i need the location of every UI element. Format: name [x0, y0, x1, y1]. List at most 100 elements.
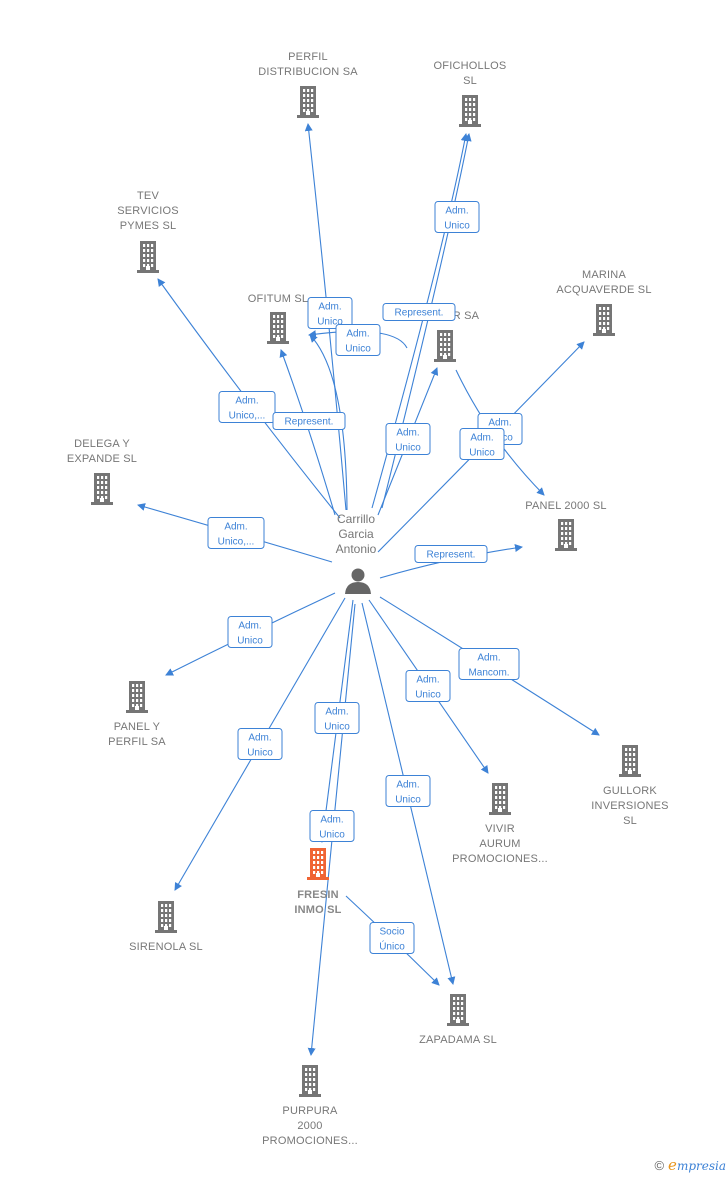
company-name-line: INMO SL	[294, 904, 341, 916]
company-node-ofitum[interactable]: OFITUM SL	[248, 293, 308, 344]
relationship-label[interactable]: Adm. Unico,...	[207, 517, 265, 549]
company-name-line: 2000	[297, 1120, 322, 1132]
company-name-line: PYMES SL	[120, 220, 177, 232]
company-name-line: INVERSIONES	[591, 800, 668, 812]
building-icon	[593, 304, 615, 336]
relationship-label[interactable]: Adm. Unico	[335, 324, 381, 356]
company-name-line: PANEL 2000 SL	[525, 500, 607, 512]
relationship-label[interactable]: Adm.Unico	[307, 297, 353, 329]
company-name-line: TEV	[137, 190, 159, 202]
company-name-line: SERVICIOS	[117, 205, 179, 217]
relationship-label-text: Unico	[415, 690, 441, 701]
relationship-label-text: Adm.	[488, 418, 511, 429]
person-icon	[345, 568, 371, 594]
company-node-zapadama[interactable]: ZAPADAMA SL	[419, 994, 497, 1046]
relationship-label[interactable]: Represent.	[382, 303, 456, 321]
company-name-line: PURPURA	[282, 1105, 338, 1117]
relationship-label[interactable]: Adm.Unico	[385, 423, 431, 455]
relationship-label-text: Adm.	[396, 780, 419, 791]
building-icon	[297, 86, 319, 118]
company-name-line: SL	[463, 75, 477, 87]
relationship-label-text: Unico,...	[218, 537, 255, 548]
relationship-label[interactable]: Adm. Unico	[314, 702, 360, 734]
building-icon	[459, 95, 481, 127]
relationship-label-text: Represent.	[285, 417, 334, 428]
relationship-label-text: Adm.	[477, 653, 500, 664]
relationship-label-text: Adm.	[416, 675, 439, 686]
company-name-line: PERFIL SA	[108, 736, 166, 748]
relationship-label[interactable]: Adm.Unico	[237, 728, 283, 760]
relationship-label-text: Unico	[324, 722, 350, 733]
building-icon	[126, 681, 148, 713]
relationship-label[interactable]: Adm. Unico	[459, 428, 505, 460]
building-icon	[137, 241, 159, 273]
building-icon	[447, 994, 469, 1026]
relationship-label-text: Represent.	[395, 308, 444, 319]
brand-logo-initial: e	[668, 1156, 677, 1174]
relationship-label-text: Adm.	[470, 433, 493, 444]
relationship-label-text: Represent.	[427, 550, 476, 561]
company-name-line: SIRENOLA SL	[129, 941, 203, 953]
person-name-line: Carrillo	[337, 512, 375, 526]
company-node-r-sa[interactable]: R SA	[434, 310, 480, 362]
building-icon	[267, 312, 289, 344]
building-icon	[155, 901, 177, 933]
company-node-perfil-distribucion[interactable]: PERFIL DISTRIBUCION SA	[258, 51, 358, 118]
company-name-line: MARINA	[582, 269, 626, 281]
company-name-line: PERFIL	[288, 51, 328, 63]
relationship-label[interactable]: Represent.	[272, 412, 346, 430]
relationship-label[interactable]: Adm. Unico,...	[218, 391, 276, 423]
company-node-tev-servicios[interactable]: TEV SERVICIOS PYMES SL	[117, 190, 179, 273]
building-icon	[299, 1065, 321, 1097]
building-icon	[489, 783, 511, 815]
company-name-line: R SA	[453, 310, 480, 322]
relationship-label[interactable]: Adm.Unico	[434, 201, 480, 233]
company-name-line: PANEL Y	[114, 721, 161, 733]
relationship-label-text: Adm.	[318, 302, 341, 313]
relationship-label[interactable]: Adm.Unico	[309, 810, 355, 842]
building-icon	[619, 745, 641, 777]
relationship-label-text: Adm.	[346, 329, 369, 340]
company-node-purpura-2000[interactable]: PURPURA2000PROMOCIONES...	[262, 1065, 358, 1147]
company-name-line: ZAPADAMA SL	[419, 1034, 497, 1046]
edge-center_person-to-ofitum	[309, 334, 348, 511]
relationship-label-text: Adm.	[224, 522, 247, 533]
company-name-line: EXPANDE SL	[67, 453, 137, 465]
relationship-label-text: Unico	[319, 830, 345, 841]
relationship-label[interactable]: Adm.Mancom.	[458, 648, 520, 680]
relationship-label[interactable]: Adm. Unico	[227, 616, 273, 648]
company-node-sirenola[interactable]: SIRENOLA SL	[129, 901, 203, 953]
company-name-line: DISTRIBUCION SA	[258, 66, 358, 78]
relationship-label-text: Unico	[469, 448, 495, 459]
relationship-label-text: Unico	[345, 344, 371, 355]
building-icon	[307, 848, 329, 880]
person-name-line: Garcia	[338, 527, 374, 541]
company-name-line: OFICHOLLOS	[434, 60, 507, 72]
building-icon	[434, 330, 456, 362]
company-name-line: VIVIR	[485, 823, 515, 835]
relationship-label-text: Adm.	[325, 707, 348, 718]
relationship-label-text: Único	[379, 940, 405, 953]
relationship-label-text: Socio	[379, 927, 404, 938]
company-node-ofichollos[interactable]: OFICHOLLOS SL	[434, 60, 507, 127]
company-name-line: PROMOCIONES...	[452, 853, 548, 865]
relationship-label[interactable]: Adm. Unico	[405, 670, 451, 702]
relationship-label[interactable]: Adm.Unico	[385, 775, 431, 807]
relationship-label-text: Unico,...	[229, 411, 266, 422]
company-node-panel-2000[interactable]: PANEL 2000 SL	[525, 500, 607, 551]
relationship-label[interactable]: Represent.	[414, 545, 488, 563]
copyright-symbol: ©	[654, 1158, 665, 1173]
relationship-label-text: Adm.	[235, 396, 258, 407]
company-node-panel-perfil[interactable]: PANEL Y PERFIL SA	[108, 681, 166, 748]
company-name-line: GULLORK	[603, 785, 657, 797]
company-node-vivir-aurum[interactable]: VIVIRAURUMPROMOCIONES...	[452, 783, 548, 865]
relationship-label-text: Adm.	[238, 621, 261, 632]
relationship-label-text: Unico	[237, 636, 263, 647]
